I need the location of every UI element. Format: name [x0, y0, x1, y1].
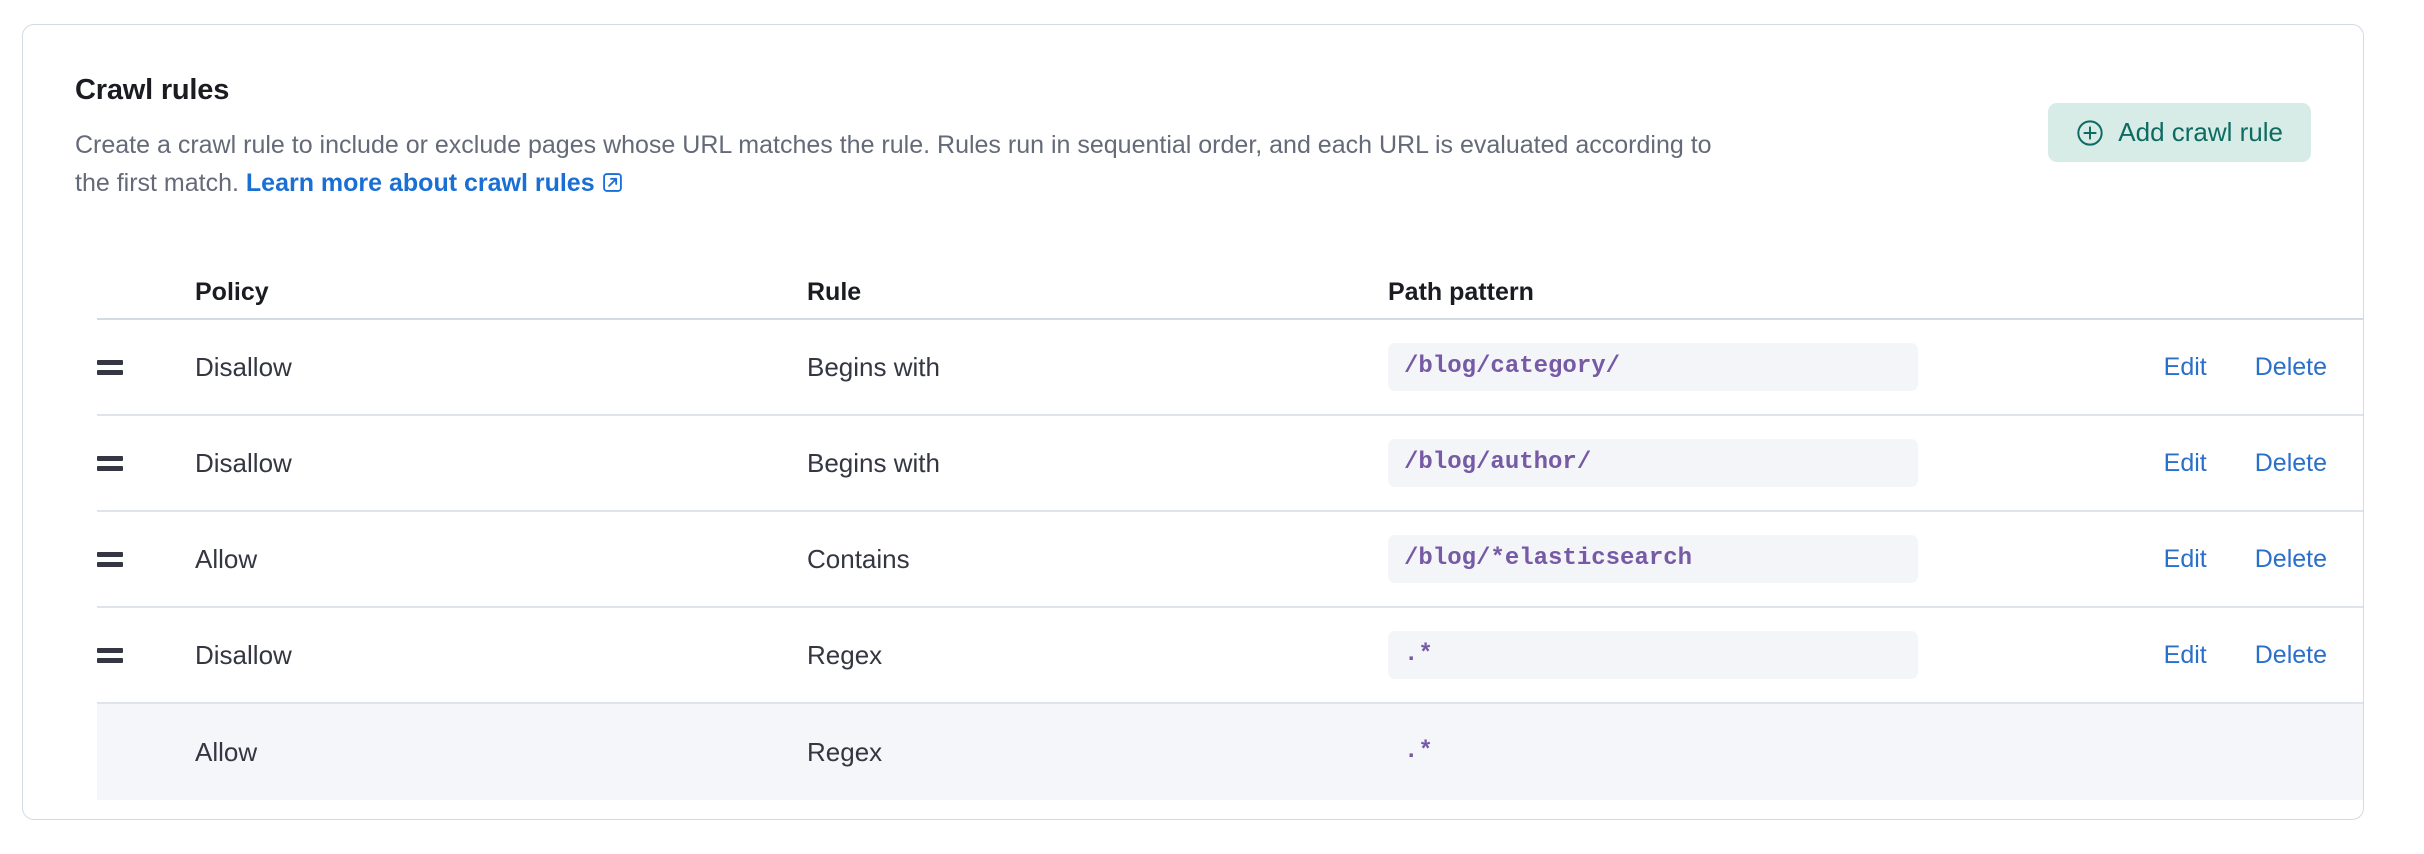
table-row: Disallow Begins with /blog/author/ Edit …: [97, 416, 2363, 512]
table-header-row: Policy Rule Path pattern: [97, 273, 2363, 320]
panel-description: Create a crawl rule to include or exclud…: [75, 126, 1715, 202]
path-pattern-value: /blog/*elasticsearch: [1388, 535, 1918, 583]
table-row: Disallow Regex .* Edit Delete: [97, 608, 2363, 704]
row-drag-handle-cell[interactable]: [97, 359, 135, 375]
cell-path-pattern: /blog/*elasticsearch: [1291, 535, 2023, 583]
table-row: Allow Contains /blog/*elasticsearch Edit…: [97, 512, 2363, 608]
cell-rule: Regex: [807, 640, 883, 670]
cell-rule: Contains: [807, 544, 910, 574]
add-crawl-rule-label: Add crawl rule: [2118, 117, 2283, 147]
path-pattern-value: .*: [1404, 738, 1433, 765]
column-header-rule: Rule: [807, 278, 862, 306]
cell-policy: Allow: [195, 737, 258, 767]
add-crawl-rule-button[interactable]: Add crawl rule: [2048, 103, 2311, 162]
table-row-default: Allow Regex .*: [97, 704, 2363, 800]
cell-policy: Disallow: [195, 448, 292, 478]
learn-more-link[interactable]: Learn more about crawl rules: [245, 169, 595, 197]
cell-policy: Disallow: [195, 352, 292, 382]
path-pattern-value: /blog/author/: [1388, 439, 1918, 487]
plus-in-circle-icon: [2076, 119, 2104, 147]
cell-rule: Regex: [807, 737, 883, 767]
external-link-icon: [602, 166, 623, 192]
cell-path-pattern: /blog/author/: [1291, 439, 2023, 487]
edit-link[interactable]: Edit: [2163, 641, 2207, 669]
column-header-path-pattern: Path pattern: [1388, 278, 1534, 306]
edit-link[interactable]: Edit: [2163, 353, 2207, 381]
cell-policy: Allow: [195, 544, 258, 574]
path-pattern-value: /blog/category/: [1388, 343, 1918, 391]
cell-rule: Begins with: [807, 352, 940, 382]
page-title: Crawl rules: [75, 74, 230, 106]
drag-handle-icon[interactable]: [97, 455, 123, 471]
table-row: Disallow Begins with /blog/category/ Edi…: [97, 320, 2363, 416]
cell-actions: Edit Delete: [2023, 545, 2363, 573]
cell-actions: Edit Delete: [2023, 641, 2363, 669]
delete-link[interactable]: Delete: [2254, 353, 2327, 381]
path-pattern-value: .*: [1388, 631, 1918, 679]
panel-description-text: Create a crawl rule to include or exclud…: [75, 131, 1712, 197]
crawl-rules-card: Crawl rules Create a crawl rule to inclu…: [22, 24, 2364, 820]
column-header-policy: Policy: [195, 278, 269, 306]
edit-link[interactable]: Edit: [2163, 449, 2207, 477]
cell-actions: Edit Delete: [2023, 353, 2363, 381]
row-drag-handle-cell[interactable]: [97, 647, 135, 663]
cell-path-pattern: .*: [1291, 728, 2023, 776]
cell-actions: Edit Delete: [2023, 449, 2363, 477]
cell-rule: Begins with: [807, 448, 940, 478]
delete-link[interactable]: Delete: [2254, 545, 2327, 573]
delete-link[interactable]: Delete: [2254, 641, 2327, 669]
drag-handle-icon[interactable]: [97, 551, 123, 567]
cell-path-pattern: /blog/category/: [1291, 343, 2023, 391]
cell-path-pattern: .*: [1291, 631, 2023, 679]
drag-handle-icon[interactable]: [97, 359, 123, 375]
cell-policy: Disallow: [195, 640, 292, 670]
drag-handle-icon[interactable]: [97, 647, 123, 663]
edit-link[interactable]: Edit: [2163, 545, 2207, 573]
row-drag-handle-cell[interactable]: [97, 551, 135, 567]
row-drag-handle-cell[interactable]: [97, 455, 135, 471]
crawl-rules-table: Policy Rule Path pattern Disallow Begins…: [97, 273, 2363, 800]
delete-link[interactable]: Delete: [2254, 449, 2327, 477]
